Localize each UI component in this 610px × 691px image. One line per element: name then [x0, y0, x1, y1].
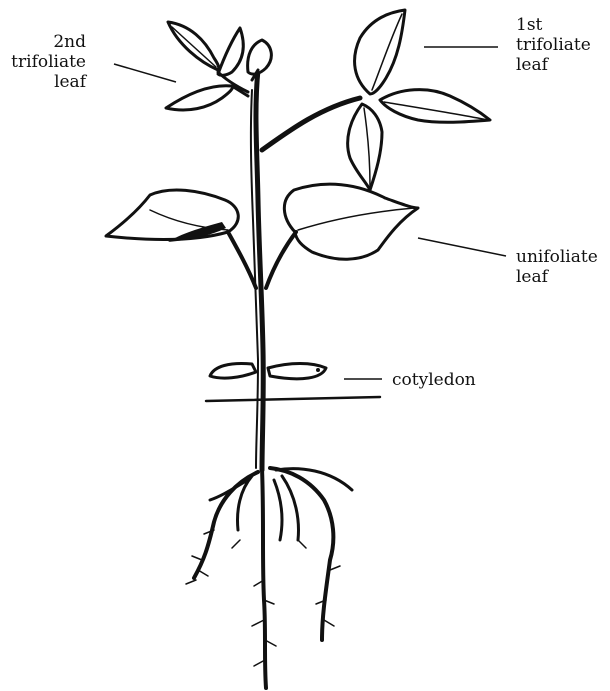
second-trifoliate-leaf-d [248, 40, 272, 74]
cotyledon-label: cotyledon [392, 370, 476, 390]
unifoliate-label-line-2: leaf [516, 267, 598, 287]
unifoliate-leaf-right [284, 184, 418, 259]
unifoliate-label-line-1: unifoliate [516, 247, 598, 267]
plant-drawing [106, 10, 490, 688]
trifoliate-branch [262, 98, 360, 150]
leader-second-trifoliate [114, 64, 176, 82]
cotyledon-mark [316, 368, 320, 372]
first-trifoliate-leaf-label: 1st trifoliate leaf [516, 15, 591, 75]
root-right-secondary [274, 469, 352, 540]
unifoliate-leaf-left-petiole [228, 232, 256, 288]
soil-line [206, 397, 380, 401]
unifoliate-leaf-label: unifoliate leaf [516, 247, 598, 287]
root-central [262, 468, 266, 688]
first-trifoliate-label-line-3: leaf [516, 55, 591, 75]
second-trifoliate-leaf-label: 2nd trifoliate leaf [6, 32, 86, 92]
root-left-secondary [210, 476, 252, 530]
second-trifoliate-label-line-2: trifoliate [6, 52, 86, 72]
second-trifoliate-leaf-c [166, 86, 233, 110]
leader-unifoliate [418, 238, 506, 256]
first-trifoliate-label-line-2: trifoliate [516, 35, 591, 55]
second-trifoliate-leaf-b [218, 28, 243, 75]
unifoliate-leaf-right-petiole [266, 232, 296, 288]
cotyledon-label-text: cotyledon [392, 370, 476, 390]
unifoliate-leaf-left [106, 190, 238, 240]
second-trifoliate-label-line-3: leaf [6, 72, 86, 92]
second-trifoliate-label-line-1: 2nd [6, 32, 86, 52]
root-left-main [194, 472, 258, 578]
cotyledon-left [210, 364, 256, 379]
first-trifoliate-label-line-1: 1st [516, 15, 591, 35]
